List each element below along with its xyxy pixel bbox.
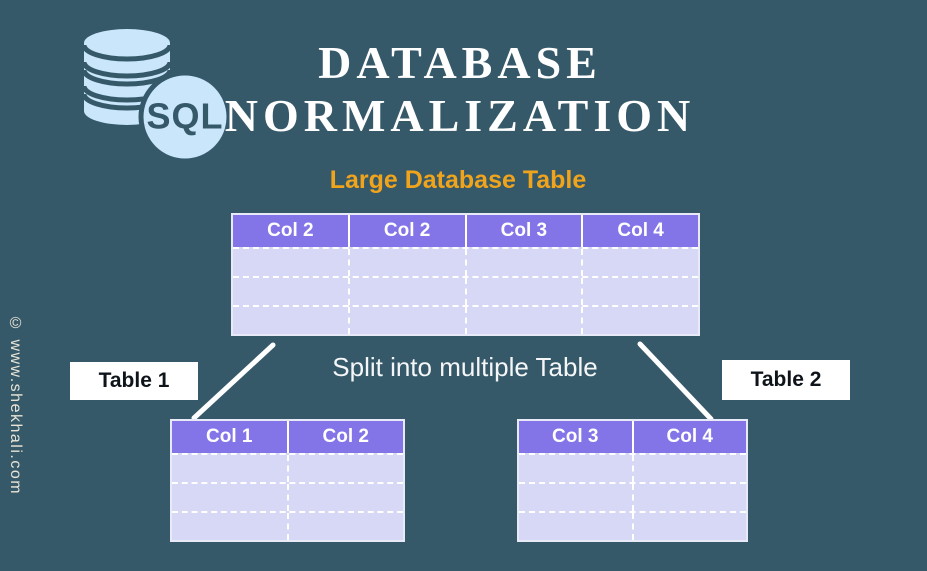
- table-1: Col 1 Col 2: [170, 419, 405, 542]
- large-table-caption: Large Database Table: [329, 166, 587, 194]
- table-header-row: Col 3 Col 4: [519, 421, 746, 453]
- column-header: Col 3: [464, 215, 582, 247]
- column-header: Col 1: [206, 426, 253, 447]
- empty-cell: [519, 484, 632, 511]
- empty-cell: [286, 513, 404, 540]
- table-row: [519, 482, 746, 511]
- empty-cell: [172, 455, 287, 482]
- connector-line-right: [637, 341, 714, 422]
- sql-badge-circle: [138, 70, 232, 164]
- empty-cell: [464, 278, 582, 305]
- empty-cell: [464, 307, 582, 334]
- table-row: [519, 511, 746, 540]
- empty-cell: [464, 249, 582, 276]
- title-line-1: DATABASE: [318, 37, 602, 88]
- empty-cell: [172, 513, 287, 540]
- sql-logo-label: SQL: [146, 96, 223, 137]
- column-header: Col 2: [347, 215, 465, 247]
- table-2: Col 3 Col 4: [517, 419, 748, 542]
- empty-cell: [233, 249, 348, 276]
- empty-cell: [286, 455, 404, 482]
- table-row: [519, 453, 746, 482]
- table-row: [172, 482, 403, 511]
- column-header: Col 3: [552, 426, 599, 447]
- empty-cell: [631, 455, 747, 482]
- table-header-row: Col 1 Col 2: [172, 421, 403, 453]
- title-line-2: NORMALIZATION: [224, 90, 696, 141]
- column-header: Col 2: [286, 421, 404, 453]
- connector-line-left: [191, 342, 276, 421]
- empty-cell: [347, 307, 465, 334]
- page-title: DATABASE NORMALIZATION: [160, 36, 760, 142]
- empty-cell: [347, 249, 465, 276]
- empty-cell: [172, 484, 287, 511]
- empty-cell: [519, 513, 632, 540]
- empty-cell: [347, 278, 465, 305]
- empty-cell: [581, 307, 698, 334]
- sql-database-icon: SQL: [81, 29, 232, 164]
- table-row: [233, 276, 698, 305]
- table2-label: Table 2: [722, 360, 850, 400]
- column-header: Col 2: [267, 220, 314, 241]
- split-caption: Split into multiple Table: [332, 352, 598, 382]
- table-row: [233, 247, 698, 276]
- empty-cell: [233, 307, 348, 334]
- column-header: Col 4: [631, 421, 747, 453]
- empty-cell: [581, 278, 698, 305]
- copyright-watermark: © www.shekhali.com: [7, 315, 24, 496]
- empty-cell: [581, 249, 698, 276]
- table-row: [172, 511, 403, 540]
- empty-cell: [631, 513, 747, 540]
- empty-cell: [631, 484, 747, 511]
- empty-cell: [519, 455, 632, 482]
- empty-cell: [286, 484, 404, 511]
- empty-cell: [233, 278, 348, 305]
- table-row: [233, 305, 698, 334]
- table-row: [172, 453, 403, 482]
- column-header: Col 4: [581, 215, 698, 247]
- table1-label: Table 1: [70, 362, 198, 400]
